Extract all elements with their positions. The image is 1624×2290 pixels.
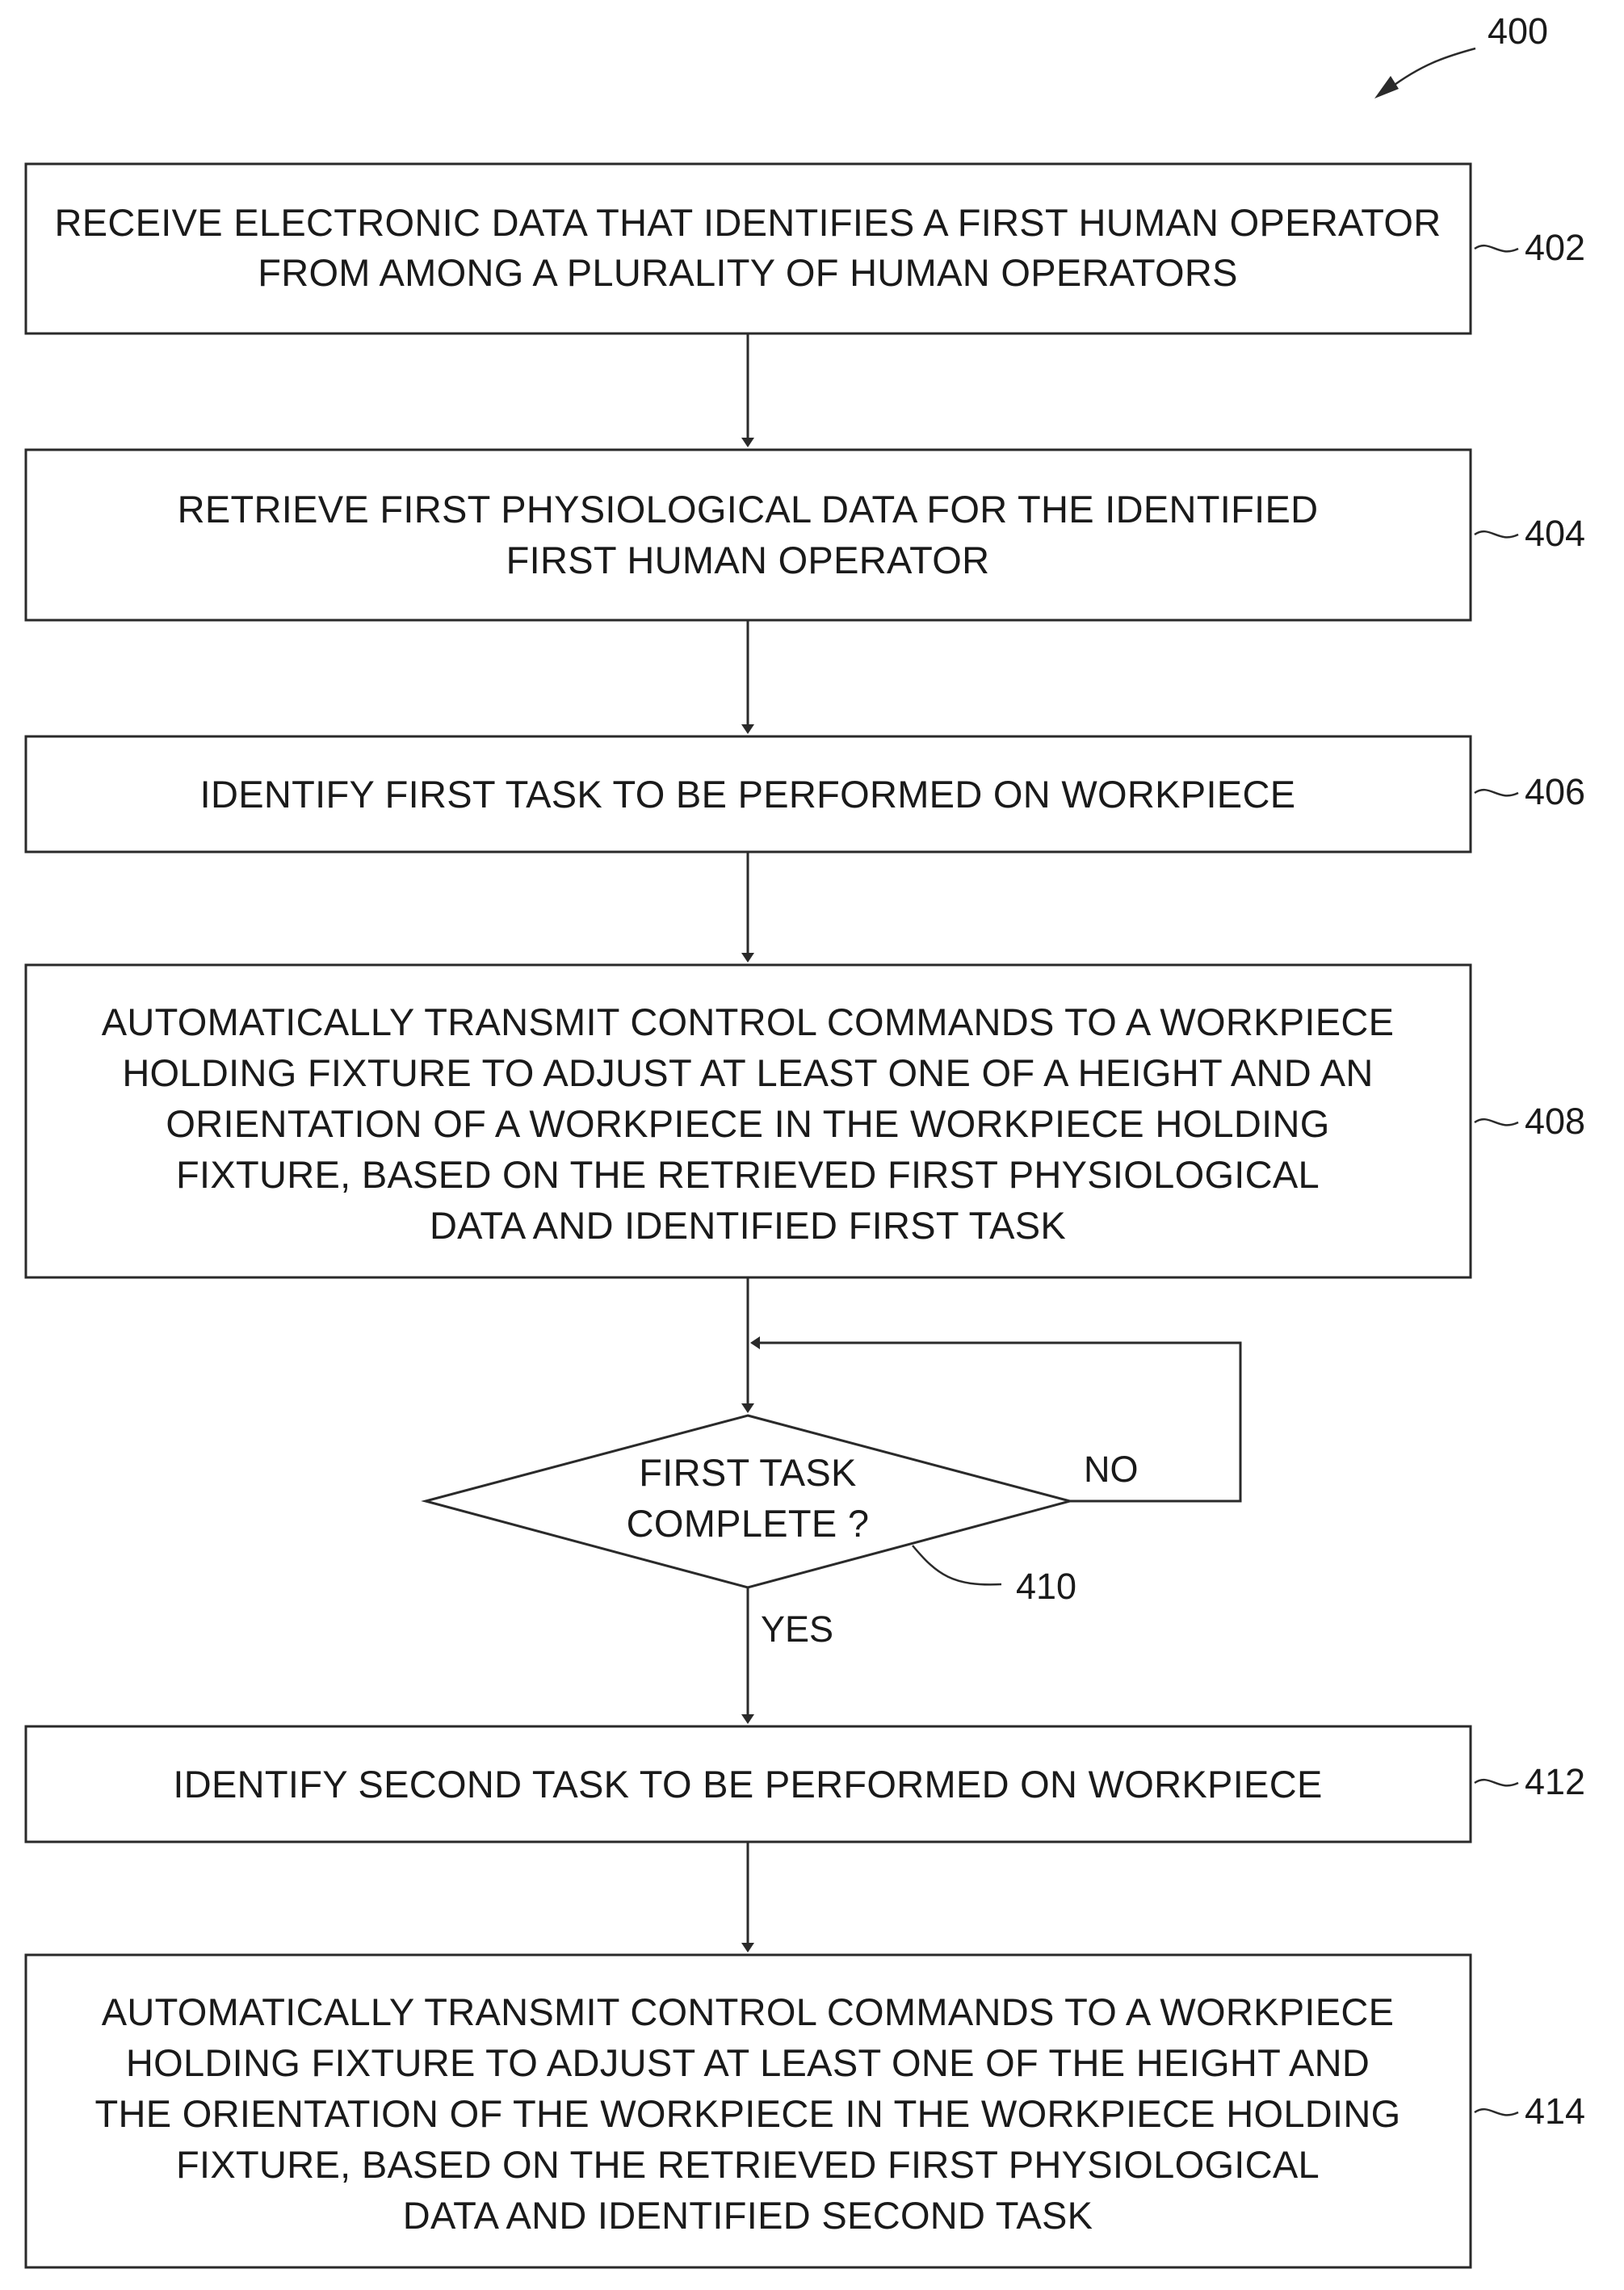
step-412: IDENTIFY SECOND TASK TO BE PERFORMED ON …	[26, 1726, 1585, 1842]
step-408-line-2: HOLDING FIXTURE TO ADJUST AT LEAST ONE O…	[122, 1051, 1373, 1094]
figure-pointer-arrowhead	[1374, 76, 1399, 99]
step-404-line-2: FIRST HUMAN OPERATOR	[506, 539, 990, 581]
step-414-line-1: AUTOMATICALLY TRANSMIT CONTROL COMMANDS …	[102, 1990, 1395, 2033]
step-402-box	[26, 164, 1471, 333]
step-404-leader	[1475, 531, 1518, 537]
decision-410-line-2: COMPLETE ?	[627, 1502, 870, 1545]
step-404-box	[26, 450, 1471, 620]
step-402: RECEIVE ELECTRONIC DATA THAT IDENTIFIES …	[26, 164, 1585, 333]
step-402-leader	[1475, 245, 1518, 251]
figure-number: 400	[1374, 10, 1548, 99]
step-402-ref: 402	[1525, 227, 1585, 268]
yes-label: YES	[761, 1608, 833, 1650]
step-414-line-2: HOLDING FIXTURE TO ADJUST AT LEAST ONE O…	[126, 2041, 1370, 2084]
step-406: IDENTIFY FIRST TASK TO BE PERFORMED ON W…	[26, 736, 1585, 852]
figure-number-label: 400	[1488, 10, 1548, 52]
step-408-leader	[1475, 1119, 1518, 1125]
step-406-line-1: IDENTIFY FIRST TASK TO BE PERFORMED ON W…	[200, 773, 1296, 816]
step-404: RETRIEVE FIRST PHYSIOLOGICAL DATA FOR TH…	[26, 450, 1585, 620]
decision-410-line-1: FIRST TASK	[639, 1451, 856, 1494]
step-406-ref: 406	[1525, 771, 1585, 812]
decision-410-leader	[913, 1546, 1001, 1584]
step-408-ref: 408	[1525, 1101, 1585, 1142]
step-408: AUTOMATICALLY TRANSMIT CONTROL COMMANDS …	[26, 965, 1585, 1277]
step-404-ref: 404	[1525, 513, 1585, 554]
step-402-line-2: FROM AMONG A PLURALITY OF HUMAN OPERATOR…	[258, 251, 1238, 294]
step-414: AUTOMATICALLY TRANSMIT CONTROL COMMANDS …	[26, 1955, 1585, 2267]
step-412-line-1: IDENTIFY SECOND TASK TO BE PERFORMED ON …	[173, 1763, 1322, 1806]
step-414-line-5: DATA AND IDENTIFIED SECOND TASK	[403, 2194, 1093, 2237]
decision-410-ref: 410	[1016, 1566, 1076, 1607]
step-412-leader	[1475, 1780, 1518, 1785]
step-414-ref: 414	[1525, 2091, 1585, 2132]
no-label: NO	[1084, 1449, 1139, 1490]
step-408-line-4: FIXTURE, BASED ON THE RETRIEVED FIRST PH…	[176, 1153, 1320, 1196]
step-408-line-1: AUTOMATICALLY TRANSMIT CONTROL COMMANDS …	[102, 1000, 1395, 1043]
step-402-line-1: RECEIVE ELECTRONIC DATA THAT IDENTIFIES …	[55, 201, 1441, 244]
step-414-leader	[1475, 2109, 1518, 2115]
step-406-leader	[1475, 790, 1518, 795]
step-414-line-3: THE ORIENTATION OF THE WORKPIECE IN THE …	[95, 2092, 1401, 2135]
step-408-line-3: ORIENTATION OF A WORKPIECE IN THE WORKPI…	[166, 1102, 1329, 1145]
step-414-line-4: FIXTURE, BASED ON THE RETRIEVED FIRST PH…	[176, 2143, 1320, 2186]
step-412-ref: 412	[1525, 1761, 1585, 1802]
decision-410: FIRST TASK COMPLETE ? 410	[426, 1416, 1076, 1607]
step-404-line-1: RETRIEVE FIRST PHYSIOLOGICAL DATA FOR TH…	[178, 488, 1319, 531]
yes-path: YES	[748, 1587, 833, 1722]
step-408-line-5: DATA AND IDENTIFIED FIRST TASK	[430, 1204, 1066, 1247]
figure-pointer-line	[1389, 48, 1475, 89]
